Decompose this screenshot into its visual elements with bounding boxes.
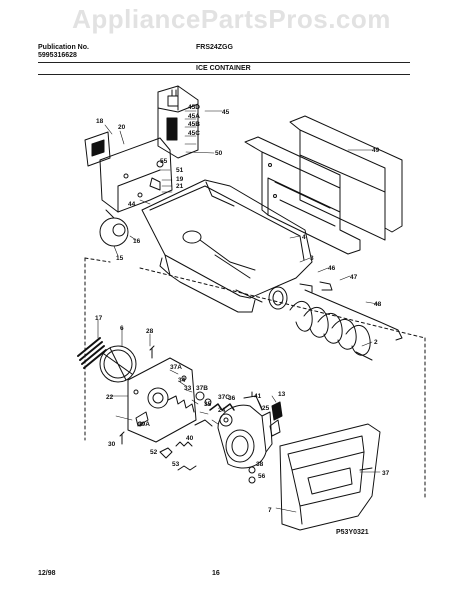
callout-52: 52 [150, 449, 158, 456]
fan-housing-part [99, 345, 137, 383]
rod-part [299, 283, 403, 341]
callout-19: 19 [176, 176, 184, 183]
callout-56: 56 [258, 473, 266, 480]
callout-38: 38 [256, 461, 264, 468]
callout-45: 45 [222, 109, 230, 116]
motor-housing-part [217, 391, 273, 469]
callout-45C: 45C [188, 130, 200, 137]
rear-bracket-part [244, 115, 403, 255]
model-number: FRS24ZGG [196, 44, 233, 51]
callout-33: 33 [184, 385, 192, 392]
callout-45D: 45D [188, 104, 200, 111]
section-title: ICE CONTAINER [196, 65, 251, 72]
callout-47: 47 [350, 274, 358, 281]
washer-part [248, 466, 256, 474]
footer-date: 12/98 [38, 570, 56, 577]
callout-28: 28 [146, 328, 154, 335]
callout-30: 30 [108, 441, 116, 448]
callout-50: 50 [215, 150, 223, 157]
callout-37: 37 [382, 470, 390, 477]
callout-37A: 37A [170, 364, 182, 371]
callout-15: 15 [116, 255, 124, 262]
callout-16: 16 [133, 238, 141, 245]
auger-spiral-part [289, 301, 373, 361]
header-rule-top [38, 62, 410, 63]
callout-17: 17 [95, 315, 103, 322]
callout-20: 20 [118, 124, 126, 131]
callout-13: 13 [278, 391, 286, 398]
callout-45B: 45B [188, 121, 200, 128]
callout-45A: 45A [188, 113, 200, 120]
switch-housing-part [157, 85, 199, 159]
callout-44: 44 [128, 201, 136, 208]
door-chute-part [279, 423, 381, 531]
callout-7: 7 [268, 507, 272, 514]
mounting-plate-part [127, 357, 197, 443]
callout-49: 49 [372, 147, 380, 154]
footer-page-number: 16 [212, 570, 220, 577]
fan-blade-part [77, 337, 107, 369]
publication-number: 5995316628 [38, 52, 77, 59]
callout-51: 51 [176, 167, 184, 174]
link-part [269, 401, 283, 437]
fastener-parts [119, 411, 197, 471]
leader-lines [97, 110, 381, 513]
callout-34: 34 [178, 377, 186, 384]
gear-train-part [167, 391, 235, 427]
clip-part [319, 281, 333, 291]
callout-36: 36 [228, 395, 236, 402]
publication-label: Publication No. [38, 44, 89, 51]
callout-35: 35 [204, 401, 212, 408]
callout-25: 25 [262, 405, 270, 412]
callout-2: 2 [374, 339, 378, 346]
callout-3: 3 [310, 255, 314, 262]
callout-18: 18 [96, 118, 104, 125]
callout-22: 22 [106, 394, 114, 401]
callout-39A: 39A [138, 421, 150, 428]
callout-40: 40 [186, 435, 194, 442]
callout-53: 53 [172, 461, 180, 468]
callout-37B: 37B [196, 385, 208, 392]
screw-part [149, 345, 155, 359]
callout-46: 46 [328, 265, 336, 272]
diagram-code: P53Y0321 [336, 529, 369, 536]
callout-6: 6 [120, 325, 124, 332]
watermark: AppliancePartsPros.com [72, 4, 391, 34]
header-rule-bottom [38, 74, 410, 75]
motor-bracket-part [84, 131, 173, 213]
callout-24: 24 [218, 407, 226, 414]
callout-55: 55 [160, 158, 168, 165]
callout-labels: 45D 45 45A 45B 45C 50 49 18 20 55 51 19 … [95, 104, 390, 514]
callout-37C: 37C [218, 394, 230, 401]
callout-48: 48 [374, 301, 382, 308]
callout-21: 21 [176, 183, 184, 190]
ice-bucket-part [141, 179, 313, 313]
callout-4: 4 [302, 234, 306, 241]
cover-disc-part [99, 209, 129, 247]
callout-41: 41 [254, 393, 262, 400]
